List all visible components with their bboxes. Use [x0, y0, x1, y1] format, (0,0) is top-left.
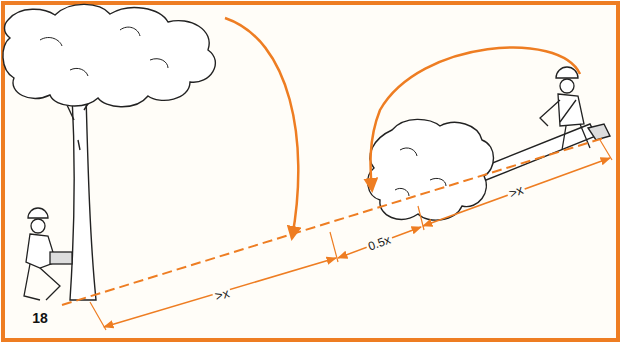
standing-tree	[3, 4, 215, 300]
dimension-line	[338, 227, 421, 258]
frame	[3, 3, 618, 340]
fallen-tree	[368, 119, 610, 220]
fall-arc	[370, 48, 580, 190]
dimension-line	[104, 258, 336, 327]
fall-arc	[225, 18, 298, 238]
figure-number: 18	[30, 310, 50, 326]
dimension-line	[423, 158, 610, 226]
kneeling-worker	[24, 208, 72, 300]
standing-worker	[540, 67, 590, 150]
fall-line	[62, 138, 604, 305]
extension-line	[90, 140, 612, 330]
